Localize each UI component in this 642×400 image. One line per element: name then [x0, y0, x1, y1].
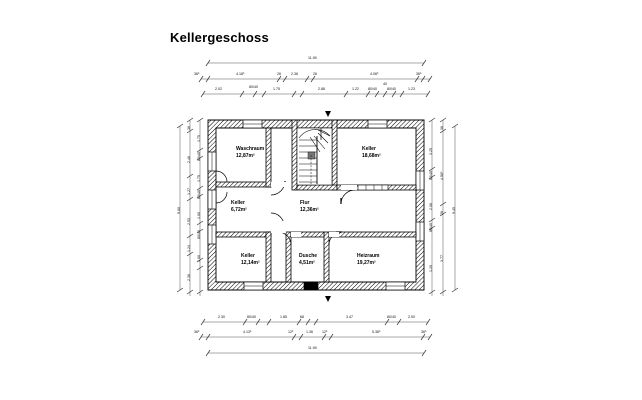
dim-left-inner-3: 80/40: [197, 190, 201, 199]
dim-top-r3-1: 80/40: [249, 85, 258, 90]
dimension-lines-top: [201, 62, 430, 95]
dim-bot-r2-6: 36⁵: [421, 330, 427, 334]
dim-top-r3-3: 2.88: [318, 87, 325, 91]
dim-top-r3-4: 1.22: [352, 87, 359, 91]
dim-right-inner-2: 2.06: [429, 203, 433, 210]
dim-bot-r1-3: 68: [300, 315, 304, 319]
room-name: Keller: [231, 200, 245, 206]
dim-bot-r2-1: 4.13⁵: [243, 330, 252, 334]
room-area: 19,27m²: [357, 259, 376, 266]
dim-left-mid-5: 2.36: [187, 274, 191, 281]
dim-bot-r1-6: 2.00: [408, 315, 415, 319]
dim-top-r3-8: 1.23: [408, 87, 415, 91]
dim-top-r2-0: 36⁵: [194, 72, 200, 76]
room-area: 12,14m²: [241, 259, 260, 266]
dim-left-inner-6: 1.00: [197, 255, 201, 262]
room-name: Keller: [362, 146, 376, 152]
staircase: [296, 127, 333, 186]
dim-right-inner-0: 3.25: [429, 148, 433, 155]
dim-right-inner-1: 80/40: [429, 171, 433, 180]
dimension-lines-right: [431, 120, 456, 296]
dim-right-mid-1: 4.56⁵: [440, 171, 444, 180]
dim-top-r2-4: 26: [313, 72, 317, 76]
dimension-lines-left: [179, 120, 201, 296]
dim-bot-r2-3: 1.36: [306, 330, 313, 334]
dim-right-mid-3: 3.77: [440, 255, 444, 262]
dim-right-inner-3: 80/40: [429, 223, 433, 232]
dim-left-mid-2: 1.27: [187, 188, 191, 195]
dim-left-overall: 9.60: [177, 207, 181, 214]
room-area: 4,51m²: [299, 259, 315, 266]
dim-right-inner-4: 1.20: [429, 265, 433, 272]
dim-bot-overall: 11.90: [308, 346, 317, 350]
dimension-ticks-left: [176, 117, 204, 295]
dim-top-r3-1-value: 80/40: [249, 85, 258, 89]
dim-left-mid-4: 1.24: [187, 245, 191, 252]
dimension-ticks-bottom: [198, 318, 433, 357]
dim-left-inner-1: 80/40: [197, 152, 201, 161]
room-area: 6,72m²: [231, 206, 247, 213]
dim-bot-r1-1: 80/40: [247, 315, 256, 319]
room-area: 12,87m²: [236, 152, 255, 159]
dim-left-mid-0: 36: [187, 126, 191, 130]
dim-top-r2-2: 26: [277, 72, 281, 76]
dim-bot-r1-0: 2.30: [218, 315, 225, 319]
dimension-ticks-right: [428, 117, 459, 295]
room-name: Waschraum: [236, 146, 265, 152]
dim-top-r2-5: 4.06⁵: [370, 72, 379, 76]
dim-top-r3-0: 2.02: [215, 87, 222, 91]
dimension-ticks-top: [198, 59, 433, 98]
dim-bot-r2-4: 12⁵: [322, 330, 328, 334]
room-area: 12,36m²: [300, 206, 319, 213]
dim-top-r2-6: 36⁵: [416, 72, 422, 76]
room-area: 18,68m²: [362, 152, 381, 159]
room-name: Flur: [300, 200, 310, 206]
dim-top-r2-3: 2.36: [291, 72, 298, 76]
dim-bot-r1-4: 3.47: [346, 315, 353, 319]
page-title: Kellergeschoss: [170, 30, 269, 45]
dimension-lines-bottom: [201, 321, 430, 354]
dim-left-inner-5: 80/40: [197, 230, 201, 239]
dim-top-r3-6: 40: [383, 82, 387, 86]
door-openings: [271, 182, 357, 237]
interior-opening-marks: [357, 184, 389, 191]
dim-left-mid-1: 2.46: [187, 156, 191, 163]
dim-top-r3-2: 1.75: [273, 87, 280, 91]
dim-left-inner-4: 1.00: [197, 212, 201, 219]
dim-bot-r2-5: 5.36⁵: [372, 330, 381, 334]
dim-bot-r1-5: 80/40: [387, 315, 396, 319]
room-name: Keller: [241, 253, 255, 259]
dim-left-mid-3: 2.53: [187, 218, 191, 225]
dim-bot-r2-0: 36⁵: [194, 330, 200, 334]
dim-right-overall: 9.45: [452, 207, 456, 214]
dim-left-inner-2: 1.75: [197, 175, 201, 182]
dim-top-r2-1: 4.18⁵: [236, 72, 245, 76]
entry-direction-markers: [325, 111, 331, 302]
dim-left-inner-0: 1.75: [197, 135, 201, 142]
room-name: Dusche: [299, 253, 318, 259]
dim-right-mid-0: 36: [440, 126, 444, 130]
dim-bot-r2-2: 12⁵: [288, 330, 294, 334]
dim-top-overall: 11.90: [308, 56, 317, 60]
dim-bot-r1-2: 1.85: [280, 315, 287, 319]
dim-top-r3-7: 80/40: [387, 87, 396, 91]
dim-top-r3-5: 80/40: [368, 87, 377, 91]
room-name: Heizraum: [357, 253, 380, 259]
dim-right-mid-2: 26: [440, 211, 444, 215]
